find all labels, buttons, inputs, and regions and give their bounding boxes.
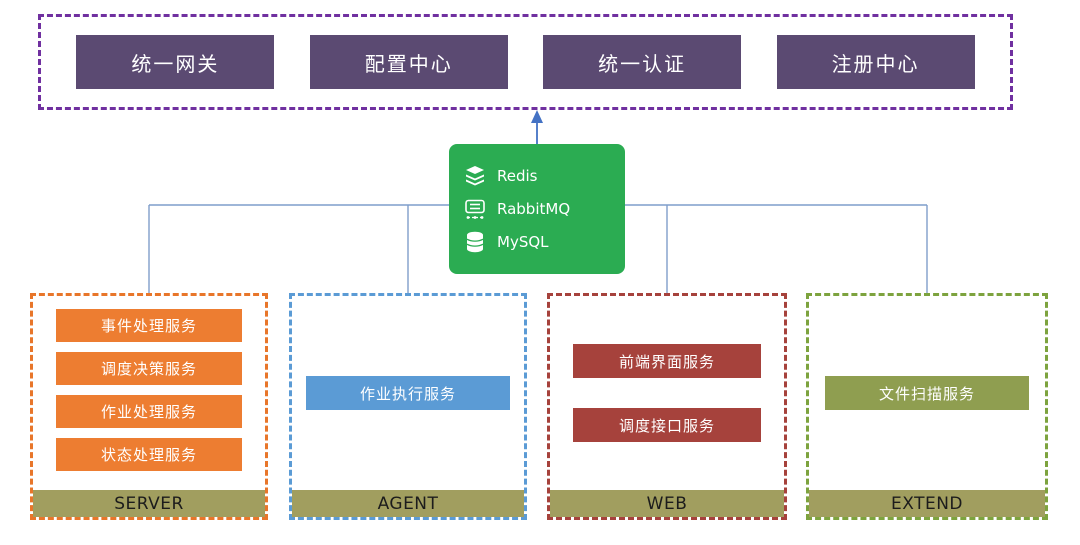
- middleware-item-redis: Redis: [463, 164, 611, 188]
- platform-services-panel: 统一网关 配置中心 统一认证 注册中心: [38, 14, 1013, 110]
- middleware-item-mysql: MySQL: [463, 230, 611, 254]
- group-web-content: 前端界面服务 调度接口服务: [550, 296, 784, 490]
- group-label-extend: EXTEND: [809, 490, 1045, 517]
- middleware-item-rabbitmq: RabbitMQ: [463, 197, 611, 221]
- service-label: 调度决策服务: [100, 360, 197, 378]
- top-service-label: 配置中心: [364, 51, 453, 76]
- group-web: 前端界面服务 调度接口服务 WEB: [547, 293, 787, 520]
- service-box: 作业执行服务: [306, 376, 510, 410]
- service-box: 状态处理服务: [56, 438, 242, 471]
- top-service-label: 注册中心: [831, 51, 920, 76]
- service-box: 调度接口服务: [573, 408, 761, 442]
- group-extend-content: 文件扫描服务: [809, 296, 1045, 490]
- top-service-label: 统一认证: [598, 51, 687, 76]
- middleware-label: RabbitMQ: [497, 200, 571, 218]
- service-label: 作业执行服务: [359, 384, 456, 403]
- middleware-box: Redis RabbitMQ MySQL: [449, 144, 625, 274]
- group-agent-content: 作业执行服务: [292, 296, 524, 490]
- top-service-gateway: 统一网关: [76, 35, 275, 89]
- mysql-icon: [466, 231, 484, 253]
- service-box: 前端界面服务: [573, 344, 761, 378]
- group-agent: 作业执行服务 AGENT: [289, 293, 527, 520]
- top-service-label: 统一网关: [131, 51, 220, 76]
- group-label-server: SERVER: [33, 490, 265, 517]
- service-label: 事件处理服务: [100, 317, 197, 335]
- group-label-agent: AGENT: [292, 490, 524, 517]
- up-arrow: [531, 110, 543, 146]
- group-server: 事件处理服务 调度决策服务 作业处理服务 状态处理服务 SERVER: [30, 293, 268, 520]
- group-extend: 文件扫描服务 EXTEND: [806, 293, 1048, 520]
- service-box: 作业处理服务: [56, 395, 242, 428]
- top-service-config-center: 配置中心: [309, 35, 508, 89]
- service-box: 文件扫描服务: [825, 376, 1029, 410]
- service-box: 事件处理服务: [56, 309, 242, 342]
- service-label: 文件扫描服务: [878, 384, 975, 403]
- middleware-label: MySQL: [497, 233, 549, 251]
- service-box: 调度决策服务: [56, 352, 242, 385]
- service-label: 调度接口服务: [618, 416, 715, 435]
- group-server-content: 事件处理服务 调度决策服务 作业处理服务 状态处理服务: [33, 296, 265, 490]
- middleware-label: Redis: [497, 167, 538, 185]
- rabbitmq-icon: [465, 199, 485, 219]
- top-service-registry: 注册中心: [776, 35, 975, 89]
- service-label: 作业处理服务: [100, 403, 197, 421]
- service-label: 状态处理服务: [100, 446, 197, 464]
- top-service-auth: 统一认证: [543, 35, 742, 89]
- group-label-web: WEB: [550, 490, 784, 517]
- redis-icon: [466, 166, 484, 186]
- service-label: 前端界面服务: [618, 352, 715, 371]
